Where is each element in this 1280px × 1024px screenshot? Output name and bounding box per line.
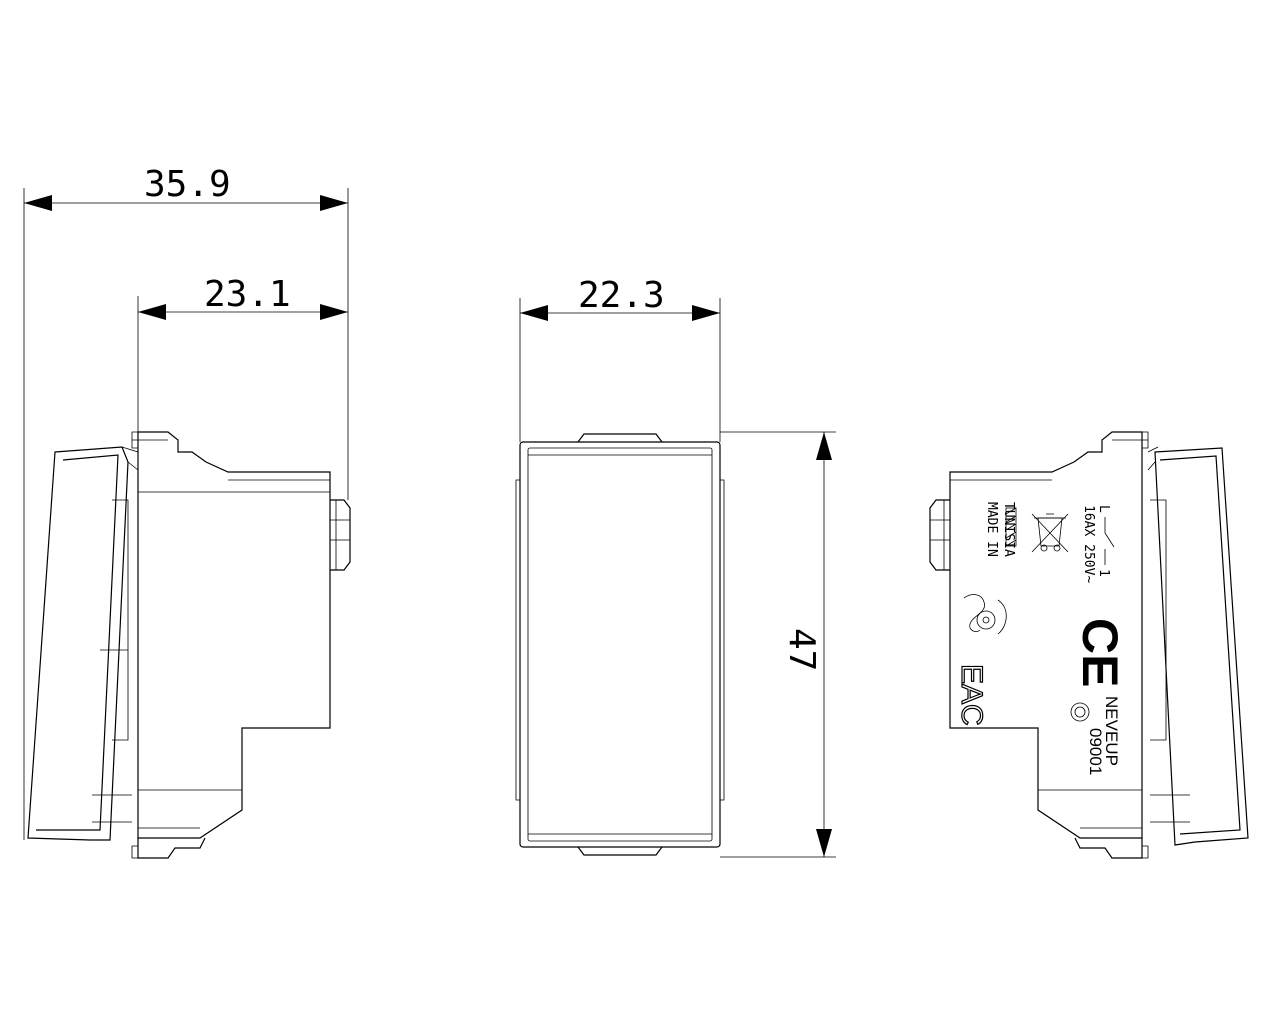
weee-bin-icon	[1031, 513, 1069, 553]
dimension-overall-depth: 35.9	[23, 164, 349, 840]
rating-label: 16AX 250V~	[1081, 505, 1096, 583]
dimension-height: 47	[720, 431, 836, 858]
circuit-right-label: 1	[1096, 569, 1111, 577]
front-view	[515, 433, 725, 856]
dimension-front-width: 22.3	[519, 275, 721, 442]
marking-brand: NEVEUP	[1102, 696, 1121, 766]
dimension-body-depth: 23.1	[137, 274, 348, 432]
height-value: 47	[781, 628, 822, 671]
marking-code: 09001	[1086, 728, 1105, 775]
approval-circle-icon	[1070, 702, 1090, 722]
recycling-icon	[963, 594, 1007, 635]
right-side-view: L 1 16AX 250V~ MADE IN TUNISIA	[929, 431, 1249, 859]
body-depth-value: 23.1	[204, 274, 291, 315]
brand-label: NEVEUP	[1102, 696, 1121, 766]
marking-rating: 16AX 250V~	[1081, 505, 1096, 583]
code-label: 09001	[1086, 728, 1105, 775]
origin-line2: TUNISIA	[1001, 502, 1016, 557]
ce-mark-icon: CE	[1072, 618, 1128, 687]
ce-mark-text: CE	[1072, 618, 1128, 687]
left-side-view	[27, 431, 351, 859]
eac-mark-icon: EAC	[954, 663, 988, 726]
origin-line1: MADE IN	[984, 502, 999, 557]
front-width-value: 22.3	[578, 275, 665, 316]
marking-origin: MADE IN TUNISIA	[984, 502, 1016, 557]
circuit-left-label: L	[1096, 505, 1111, 513]
overall-depth-value: 35.9	[144, 164, 231, 205]
hatch-mark	[1005, 507, 1017, 547]
marking-circuit: L 1	[1096, 505, 1115, 577]
eac-mark-text: EAC	[955, 664, 988, 726]
